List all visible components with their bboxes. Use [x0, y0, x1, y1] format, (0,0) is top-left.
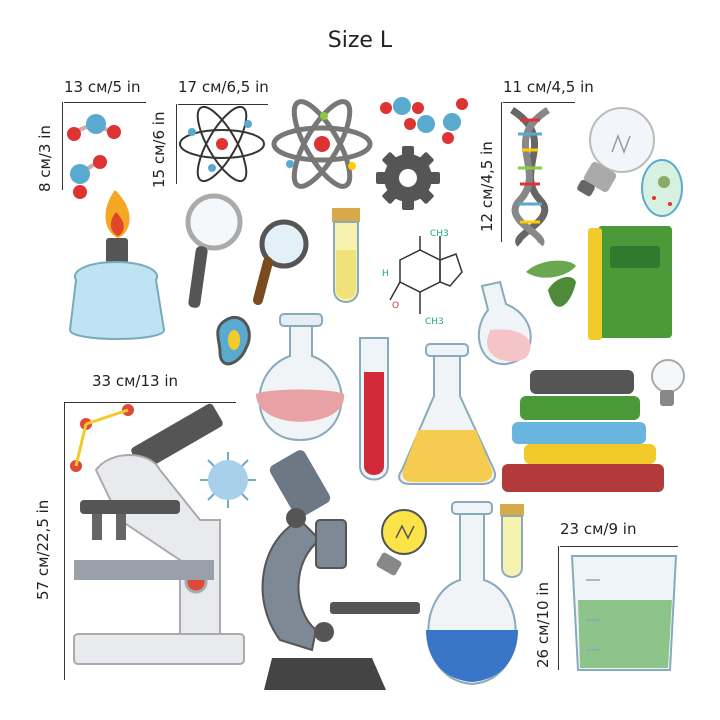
- flask-yellow-sticker: [398, 343, 496, 485]
- microscope-grey-sticker: [261, 450, 420, 690]
- lightbulb-yellow-sticker: [376, 509, 427, 576]
- bean-cell-sticker: [216, 316, 251, 366]
- magnifier-small-sticker: [253, 219, 309, 305]
- microscope-sticker: [70, 403, 245, 665]
- microscope-width-label: 33 см/13 in: [92, 372, 179, 390]
- dna-height-line: [501, 102, 502, 242]
- page-title: Size L: [327, 28, 393, 53]
- leaves-sticker: [526, 260, 576, 307]
- flask-small-sticker: [478, 280, 532, 366]
- dna-width-label: 11 см/4,5 in: [503, 78, 594, 96]
- atom-width-label: 17 см/6,5 in: [178, 78, 269, 96]
- beaker-width-line: [560, 546, 678, 547]
- microscope-width-line: [64, 402, 236, 403]
- dna-sticker: [510, 107, 550, 247]
- lightbulb-sticker: [577, 107, 655, 197]
- lightbulb-small-sticker: [651, 359, 685, 406]
- magnifier-sticker: [185, 193, 243, 308]
- atom-large-sticker: [271, 99, 373, 189]
- microscope-height-line: [64, 402, 65, 680]
- molecule-width-line: [64, 102, 146, 103]
- molecule-label-ch3-top: CH3: [430, 229, 449, 239]
- book-sticker: [588, 226, 672, 340]
- caffeine-molecule-sticker: [389, 236, 463, 314]
- molecule-label-nh: H: [382, 269, 389, 279]
- test-tube-sticker: [332, 208, 360, 303]
- gear-sticker: [376, 146, 440, 210]
- test-tube-red-sticker: [359, 337, 389, 481]
- molecule-label-ch3-bottom: CH3: [425, 317, 444, 327]
- molecule-label-o: O: [392, 301, 399, 311]
- molecule-height-line: [62, 102, 63, 190]
- atom-small-sticker: [179, 105, 265, 183]
- cell-sticker: [641, 159, 683, 217]
- atom-width-line: [178, 104, 268, 105]
- molecule-sticker: [67, 114, 121, 199]
- flask-pink-sticker: [256, 313, 345, 442]
- atom-height-line: [176, 104, 177, 184]
- books-stack-sticker: [502, 370, 664, 492]
- virus-sticker: [200, 452, 256, 508]
- beaker-green-sticker: [570, 555, 678, 671]
- dna-width-line: [503, 102, 575, 103]
- beaker-height-line: [558, 546, 559, 670]
- test-tube-small-sticker: [500, 504, 524, 578]
- molecules-pair-sticker: [380, 97, 468, 144]
- flask-blue-sticker: [426, 501, 518, 686]
- burner-sticker: [68, 190, 166, 340]
- molecule-width-label: 13 см/5 in: [64, 78, 141, 96]
- beaker-width-label: 23 см/9 in: [560, 520, 637, 538]
